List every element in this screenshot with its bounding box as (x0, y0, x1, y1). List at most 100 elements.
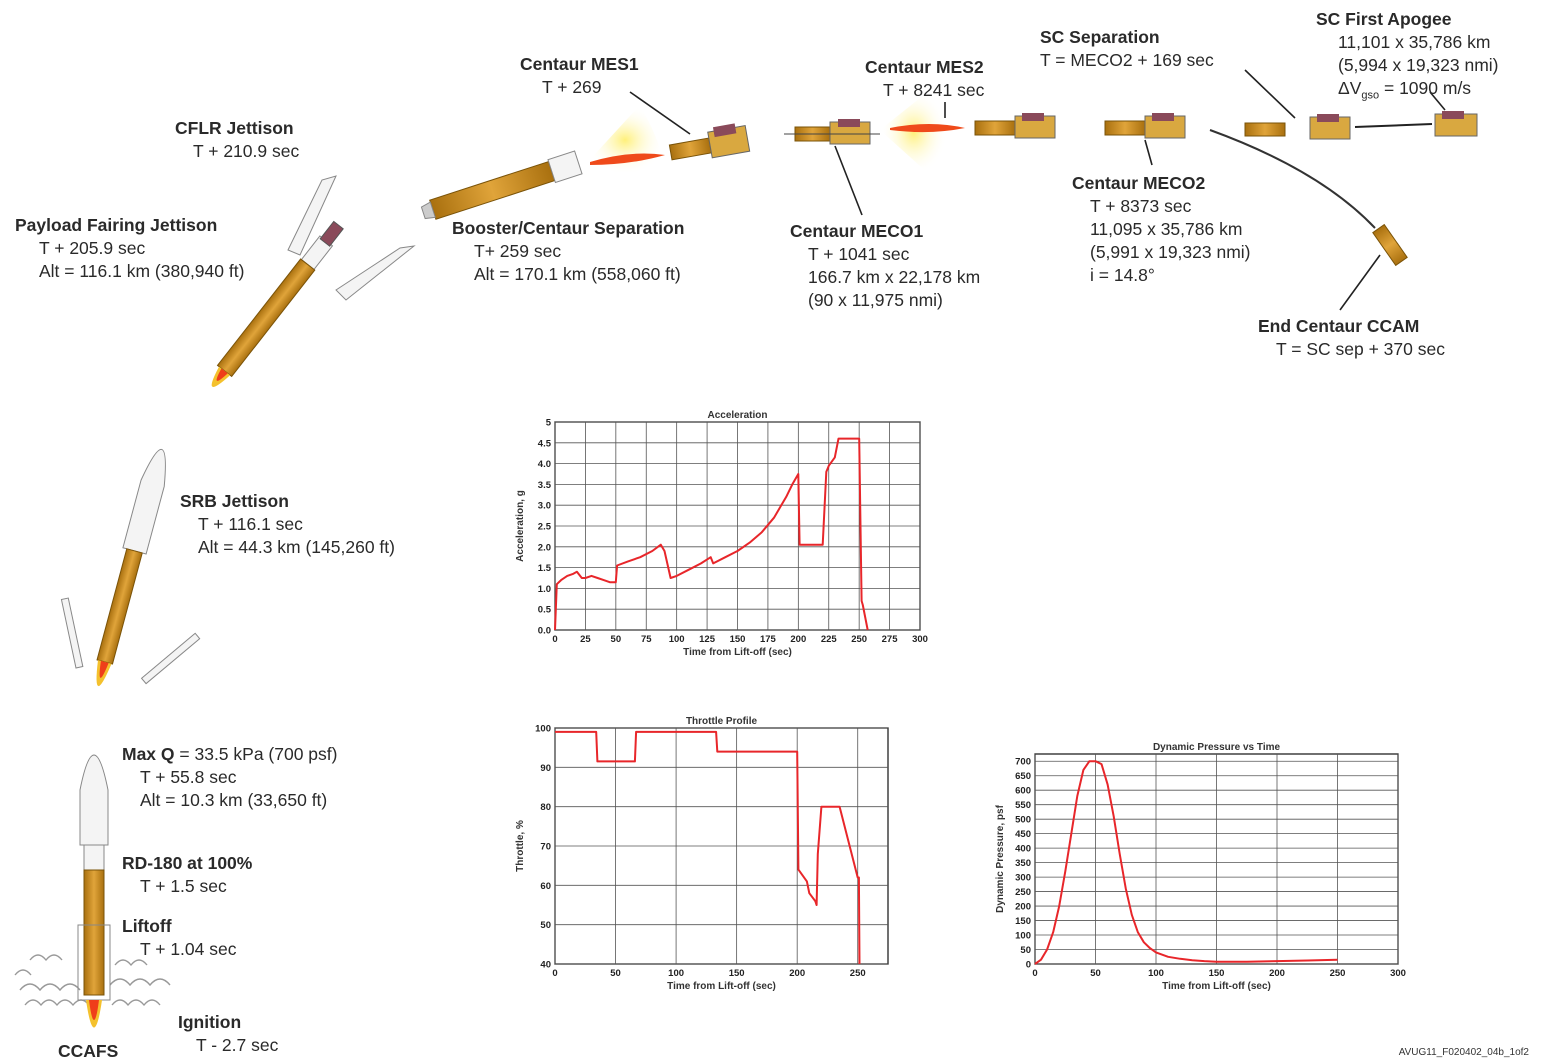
chart-title: Throttle Profile (686, 716, 758, 727)
x-tick-label: 100 (1148, 968, 1164, 979)
x-tick-label: 100 (668, 968, 684, 979)
annotation-first-apogee: SC First Apogee 11,101 x 35,786 km (5,99… (1316, 8, 1499, 108)
x-axis-label: Time from Lift-off (sec) (667, 981, 776, 992)
data-series-line (554, 437, 869, 631)
event-title: Centaur MES2 (865, 57, 984, 77)
annotation-ignition: Ignition T - 2.7 sec (178, 1011, 278, 1057)
x-tick-label: 250 (850, 968, 866, 979)
y-tick-label: 550 (1015, 800, 1031, 811)
y-tick-label: 0.0 (538, 626, 551, 637)
y-axis-label: Dynamic Pressure, psf (995, 804, 1006, 912)
y-tick-label: 450 (1015, 829, 1031, 840)
y-axis-label: Throttle, % (515, 820, 526, 872)
y-tick-label: 90 (540, 763, 551, 774)
y-tick-label: 200 (1015, 902, 1031, 913)
event-detail: (5,991 x 19,323 nmi) (1090, 242, 1251, 262)
launch-site-label: CCAFS (58, 1041, 119, 1061)
event-title: CFLR Jettison (175, 118, 294, 138)
annotation-mes1: Centaur MES1 T + 269 (520, 53, 639, 99)
event-detail: T + 1.04 sec (140, 939, 237, 959)
y-tick-label: 700 (1015, 757, 1031, 768)
y-tick-label: 1.0 (538, 584, 551, 595)
x-tick-label: 0 (552, 634, 557, 645)
x-tick-label: 250 (1330, 968, 1346, 979)
annotation-cflr: CFLR Jettison T + 210.9 sec (175, 117, 299, 163)
event-detail: (5,994 x 19,323 nmi) (1338, 55, 1499, 75)
event-title: SC Separation (1040, 27, 1160, 47)
delta-v-prefix: ΔV (1338, 78, 1362, 98)
event-title: RD-180 at 100% (122, 853, 253, 873)
x-tick-label: 200 (789, 968, 805, 979)
event-title: Centaur MECO1 (790, 221, 924, 241)
x-tick-label: 50 (1090, 968, 1101, 979)
y-tick-label: 500 (1015, 815, 1031, 826)
y-tick-label: 4.0 (538, 459, 551, 470)
x-tick-label: 0 (552, 968, 557, 979)
y-tick-label: 2.0 (538, 542, 551, 553)
event-detail: T + 8373 sec (1090, 196, 1192, 216)
event-detail: T = SC sep + 370 sec (1276, 339, 1445, 359)
event-detail: Alt = 10.3 km (33,650 ft) (140, 790, 328, 810)
rocket-fairing-jettison (211, 175, 416, 387)
event-title: Booster/Centaur Separation (452, 218, 685, 238)
annotation-srb-jettison: SRB Jettison T + 116.1 sec Alt = 44.3 km… (180, 490, 395, 559)
x-tick-label: 150 (730, 634, 746, 645)
y-tick-label: 150 (1015, 916, 1031, 927)
x-tick-label: 225 (821, 634, 838, 645)
x-tick-label: 150 (1209, 968, 1225, 979)
centaur-meco2-stage (1104, 113, 1186, 139)
annotation-meco1: Centaur MECO1 T + 1041 sec 166.7 km x 22… (790, 220, 980, 312)
event-title: Ignition (178, 1012, 242, 1032)
event-title: Centaur MECO2 (1072, 173, 1206, 193)
x-tick-label: 125 (699, 634, 716, 645)
event-detail: T - 2.7 sec (196, 1035, 279, 1055)
y-tick-label: 650 (1015, 771, 1031, 782)
x-tick-label: 75 (641, 634, 652, 645)
booster-centaur-separation (420, 105, 751, 220)
x-tick-label: 275 (882, 634, 899, 645)
delta-v-detail: ΔVgso = 1090 m/s (1316, 77, 1499, 108)
y-tick-label: 0.5 (538, 605, 552, 616)
event-detail: Alt = 44.3 km (145,260 ft) (198, 537, 395, 557)
event-detail: 11,101 x 35,786 km (1338, 32, 1491, 52)
annotation-ccam: End Centaur CCAM T = SC sep + 370 sec (1258, 315, 1445, 361)
annotation-maxq: Max Q = 33.5 kPa (700 psf) T + 55.8 sec … (122, 743, 337, 812)
y-tick-label: 0 (1026, 960, 1031, 971)
event-title: Liftoff (122, 916, 172, 936)
x-tick-label: 150 (729, 968, 745, 979)
annotation-pfj: Payload Fairing Jettison T + 205.9 sec A… (15, 214, 244, 283)
y-tick-label: 1.5 (538, 563, 552, 574)
event-title: Max Q (122, 744, 175, 764)
event-detail: T + 1.5 sec (140, 876, 227, 896)
x-axis-label: Time from Lift-off (sec) (1162, 981, 1271, 992)
centaur-ccam-stage (1209, 129, 1408, 267)
event-detail: T + 205.9 sec (39, 238, 146, 258)
annotation-meco2: Centaur MECO2 T + 8373 sec 11,095 x 35,7… (1072, 172, 1251, 287)
event-detail: i = 14.8° (1090, 265, 1155, 285)
event-detail: T = MECO2 + 169 sec (1040, 50, 1214, 70)
x-tick-label: 50 (610, 968, 621, 979)
chart-title: Acceleration (707, 410, 767, 421)
event-title: End Centaur CCAM (1258, 316, 1420, 336)
centaur-meco1-stage (784, 119, 880, 145)
y-tick-label: 600 (1015, 786, 1031, 797)
x-tick-label: 175 (760, 634, 777, 645)
y-tick-label: 400 (1015, 844, 1031, 855)
x-tick-label: 250 (851, 634, 867, 645)
y-tick-label: 3.0 (538, 501, 551, 512)
x-tick-label: 0 (1032, 968, 1037, 979)
annotation-mes2: Centaur MES2 T + 8241 sec (865, 56, 984, 102)
x-tick-label: 100 (669, 634, 685, 645)
y-tick-label: 3.5 (538, 480, 552, 491)
event-detail: T + 8241 sec (883, 80, 985, 100)
x-tick-label: 50 (611, 634, 622, 645)
event-detail: T + 55.8 sec (140, 767, 237, 787)
data-series-line (555, 730, 861, 965)
spacecraft-separation-stage (1244, 111, 1478, 140)
rocket-on-pad (77, 754, 111, 1028)
annotation-liftoff: Liftoff T + 1.04 sec (122, 915, 236, 961)
event-detail: T + 269 (542, 77, 602, 97)
y-tick-label: 5 (546, 418, 552, 429)
